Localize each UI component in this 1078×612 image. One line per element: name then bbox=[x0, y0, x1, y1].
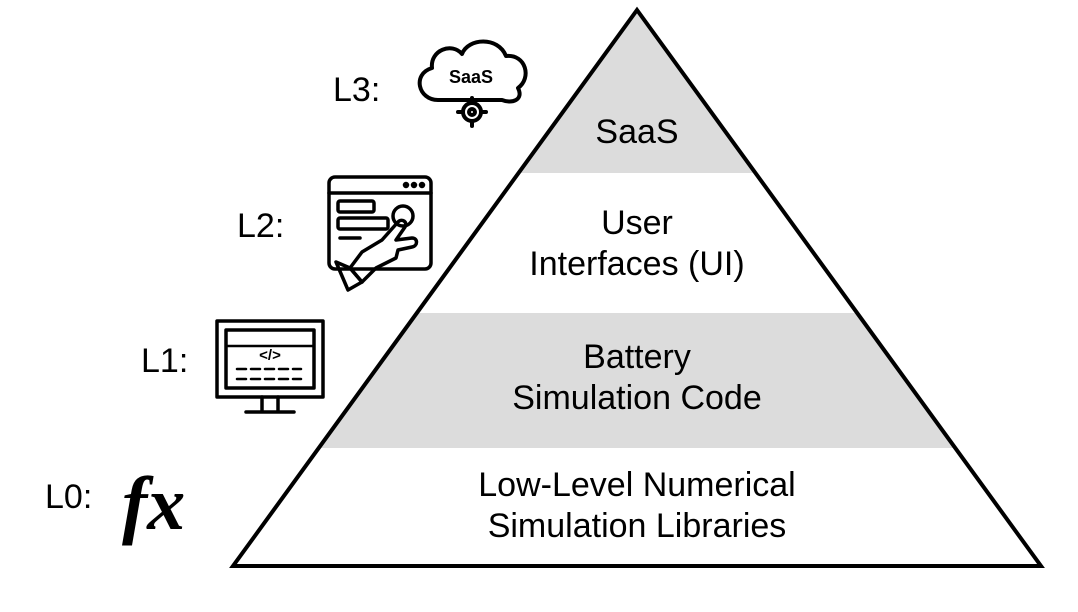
pyramid-outline bbox=[229, 6, 1045, 568]
tier-label-code: Battery Simulation Code bbox=[427, 337, 847, 419]
tier-line: Battery bbox=[583, 338, 691, 376]
tier-line: User bbox=[601, 204, 673, 242]
saas-cloud-gear-icon bbox=[417, 39, 528, 128]
tier-label-ui: User Interfaces (UI) bbox=[427, 203, 847, 285]
tier-label-saas: SaaS bbox=[427, 112, 847, 153]
ui-touch-window-icon bbox=[327, 175, 433, 292]
tier-line: Simulation Libraries bbox=[487, 506, 787, 545]
code-monitor-icon bbox=[215, 319, 325, 414]
level-label-l3: L3: bbox=[333, 71, 381, 109]
function-fx-icon: fx bbox=[122, 462, 186, 546]
tier-line: Simulation Code bbox=[512, 378, 762, 417]
level-label-l0: L0: bbox=[45, 478, 93, 516]
saas-icon-text: SaaS bbox=[449, 67, 493, 87]
tier-band-libraries bbox=[233, 448, 1041, 566]
tier-line: Low-Level Numerical bbox=[478, 466, 796, 504]
tier-label-libraries: Low-Level Numerical Simulation Libraries bbox=[427, 465, 847, 547]
code-icon-text: </> bbox=[259, 347, 281, 364]
tier-line: Interfaces (UI) bbox=[529, 244, 745, 283]
level-label-l1: L1: bbox=[141, 342, 189, 380]
tier-line: SaaS bbox=[595, 113, 679, 151]
level-label-l2: L2: bbox=[237, 207, 285, 245]
